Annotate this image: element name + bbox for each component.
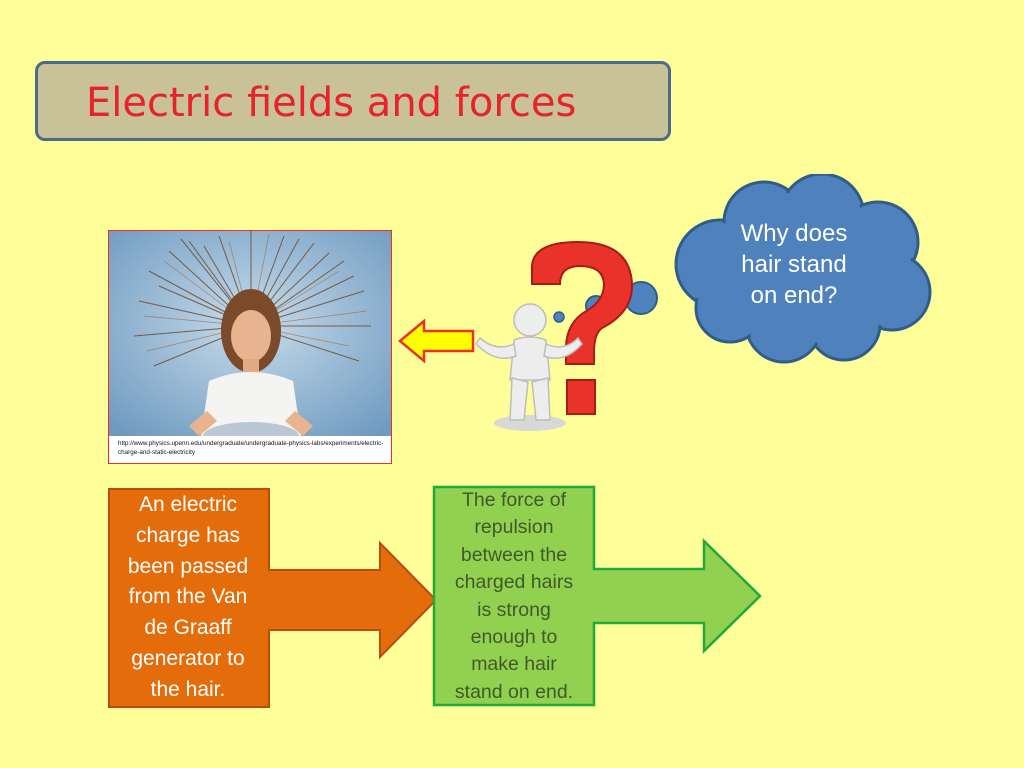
step1-line: the hair.	[150, 677, 226, 701]
step2-text: The force of repulsion between the charg…	[436, 487, 592, 706]
step1-text: An electric charge has been passed from …	[112, 490, 264, 706]
step2-line: charged hairs	[454, 571, 574, 594]
step2-line: make hair	[471, 653, 557, 676]
thought-line: on end?	[750, 282, 838, 309]
pointer-arrow	[398, 318, 476, 367]
thought-line: hair stand	[741, 251, 847, 278]
step2-line: is strong	[477, 598, 551, 621]
question-mark-person-icon	[475, 240, 658, 431]
step1-arrow	[108, 488, 438, 716]
step1-line: charge has	[136, 523, 240, 547]
step1-line: de Graaff	[144, 616, 232, 640]
photo-caption: http://www.physics.upenn.edu/undergradua…	[118, 440, 384, 456]
arrow-right-icon	[108, 488, 438, 708]
step1-line: An electric	[138, 493, 238, 516]
thought-bubble	[672, 172, 934, 368]
step1-line: from the Van	[128, 585, 248, 609]
step2-line: repulsion	[474, 516, 554, 539]
step2-line: enough to	[470, 626, 558, 649]
slide-title: Electric fields and forces	[86, 80, 577, 126]
arrow-left-icon	[398, 318, 475, 364]
step1-line: been passed	[127, 554, 249, 578]
step1-line: generator to	[131, 646, 245, 670]
photo-frame: http://www.physics.upenn.edu/undergradua…	[108, 230, 392, 464]
thinking-figure	[470, 240, 670, 444]
thought-line: Why does	[740, 220, 848, 247]
cloud-icon	[674, 172, 932, 364]
title-box: Electric fields and forces	[35, 61, 671, 141]
step2-line: The force of	[461, 489, 567, 511]
step2-arrow	[432, 485, 764, 713]
step2-line: between the	[460, 543, 568, 566]
step2-line: stand on end.	[454, 680, 574, 703]
thought-bubble-text: Why does hair stand on end?	[715, 218, 873, 311]
arrow-right-icon	[432, 485, 762, 707]
hair-photo	[109, 231, 391, 436]
